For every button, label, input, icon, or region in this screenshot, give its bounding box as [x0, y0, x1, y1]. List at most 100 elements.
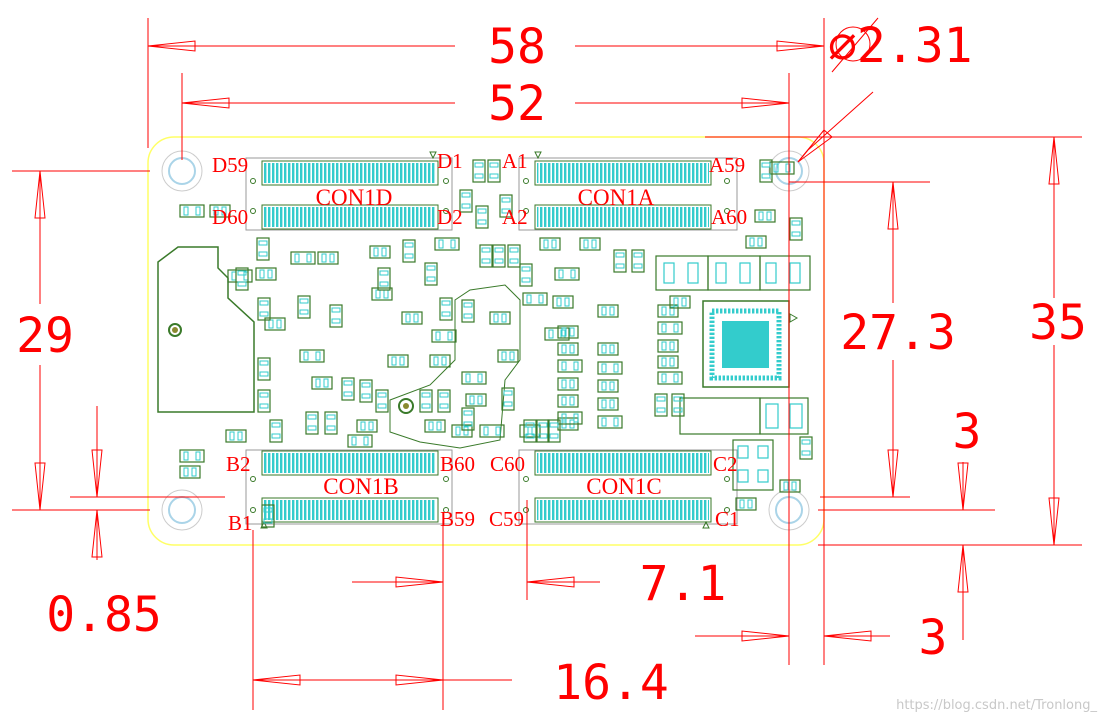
passive-pad [501, 351, 507, 361]
passive-pad [561, 361, 567, 371]
passive-pad [461, 192, 471, 198]
passive-pad [551, 239, 557, 249]
passive-pad [661, 357, 667, 367]
passive-pad [548, 329, 554, 339]
passive-pad [761, 173, 771, 179]
passive-pad [615, 263, 625, 269]
passive-component [264, 317, 286, 331]
passive-component [499, 194, 513, 218]
passive-component [297, 295, 311, 319]
passive-pad [463, 421, 473, 427]
pin-a2: A2 [502, 205, 528, 229]
passive-pad [613, 363, 619, 373]
passive-pad [669, 306, 675, 316]
fiducial-center [398, 398, 414, 414]
passive-pad [439, 392, 449, 398]
passive-pad [521, 266, 531, 272]
passive-pad [463, 313, 473, 319]
passive-pad [493, 313, 499, 323]
dimension-values: 58 52 ∅2.31 29 27.3 35 3 0.85 7.1 16.4 3 [16, 18, 1087, 711]
passive-pad [231, 271, 237, 281]
passive-component [501, 387, 515, 411]
passive-component [235, 267, 249, 291]
passive-component [371, 287, 393, 301]
dim-left-offset: 0.85 [46, 587, 162, 643]
passive-component [324, 411, 338, 435]
passive-component [479, 424, 505, 438]
dim-height-outer: 35 [1029, 295, 1087, 351]
con1c-label: CON1C [586, 474, 661, 499]
passive-component [429, 354, 451, 368]
passive-pad [381, 247, 387, 257]
passive-pad [558, 269, 564, 279]
passive-pad [361, 393, 371, 399]
passive-pad [377, 403, 387, 409]
passive-component [311, 376, 333, 390]
passive-pad [307, 414, 317, 420]
passive-pad [503, 390, 513, 396]
passive-pad [426, 265, 436, 271]
passive-pad [377, 392, 387, 398]
passive-component [256, 237, 270, 261]
passive-pad [489, 162, 499, 168]
passive-pad [259, 403, 269, 409]
passive-pad [259, 360, 269, 366]
dim-connector-gap: 7.1 [640, 556, 727, 612]
passive-pad [306, 253, 312, 263]
passive-pad [447, 331, 453, 341]
passive-pad [405, 313, 411, 323]
pin-d1: D1 [437, 149, 463, 173]
passive-pad [263, 518, 273, 524]
passive-pad [237, 431, 243, 441]
passive-pad [259, 392, 269, 398]
passive-component [424, 262, 438, 286]
passive-component [597, 342, 619, 356]
passive-pad [583, 239, 589, 249]
pin-d2: D2 [437, 205, 463, 229]
passive-pad [477, 208, 487, 214]
passive-pad [791, 231, 801, 237]
passive-pad [673, 396, 683, 402]
pin-a60: A60 [711, 205, 747, 229]
passive-pad [549, 422, 559, 428]
passive-pad [474, 162, 484, 168]
pin-c1: C1 [715, 507, 740, 531]
passive-pad [343, 380, 353, 386]
con1a-label: CON1A [578, 185, 655, 210]
passive-pad [673, 297, 679, 307]
passive-pad [543, 239, 549, 249]
ic-marker [789, 313, 799, 323]
passive-pad [791, 220, 801, 226]
pin-a59: A59 [709, 153, 745, 177]
passive-pad [331, 318, 341, 324]
pcb-board [147, 136, 825, 546]
passive-pad [526, 294, 532, 304]
passive-component [657, 304, 679, 318]
passive-pad [561, 379, 567, 389]
passive-pad [773, 163, 779, 173]
passive-pad [656, 407, 666, 413]
passive-pad [477, 373, 483, 383]
passive-pad [673, 407, 683, 413]
passive-pad [601, 344, 607, 354]
passive-pad [435, 331, 441, 341]
passive-component [179, 465, 201, 479]
passive-component [356, 419, 378, 433]
passive-pad [183, 206, 189, 216]
passive-component [497, 349, 519, 363]
pin-b1: B1 [228, 511, 253, 535]
passive-pad [673, 323, 679, 333]
passive-pad [404, 253, 414, 259]
passive-pad [481, 247, 491, 253]
passive-component [487, 159, 501, 183]
passive-pad [307, 425, 317, 431]
passive-component [539, 237, 561, 251]
passive-component [557, 411, 583, 425]
passive-component [347, 434, 373, 448]
pin-d60: D60 [212, 205, 248, 229]
passive-component [557, 359, 583, 373]
passive-pad [331, 307, 341, 313]
qfn-ic [702, 300, 790, 388]
passive-pad [343, 391, 353, 397]
dim-hole-diameter: ∅2.31 [828, 18, 973, 74]
